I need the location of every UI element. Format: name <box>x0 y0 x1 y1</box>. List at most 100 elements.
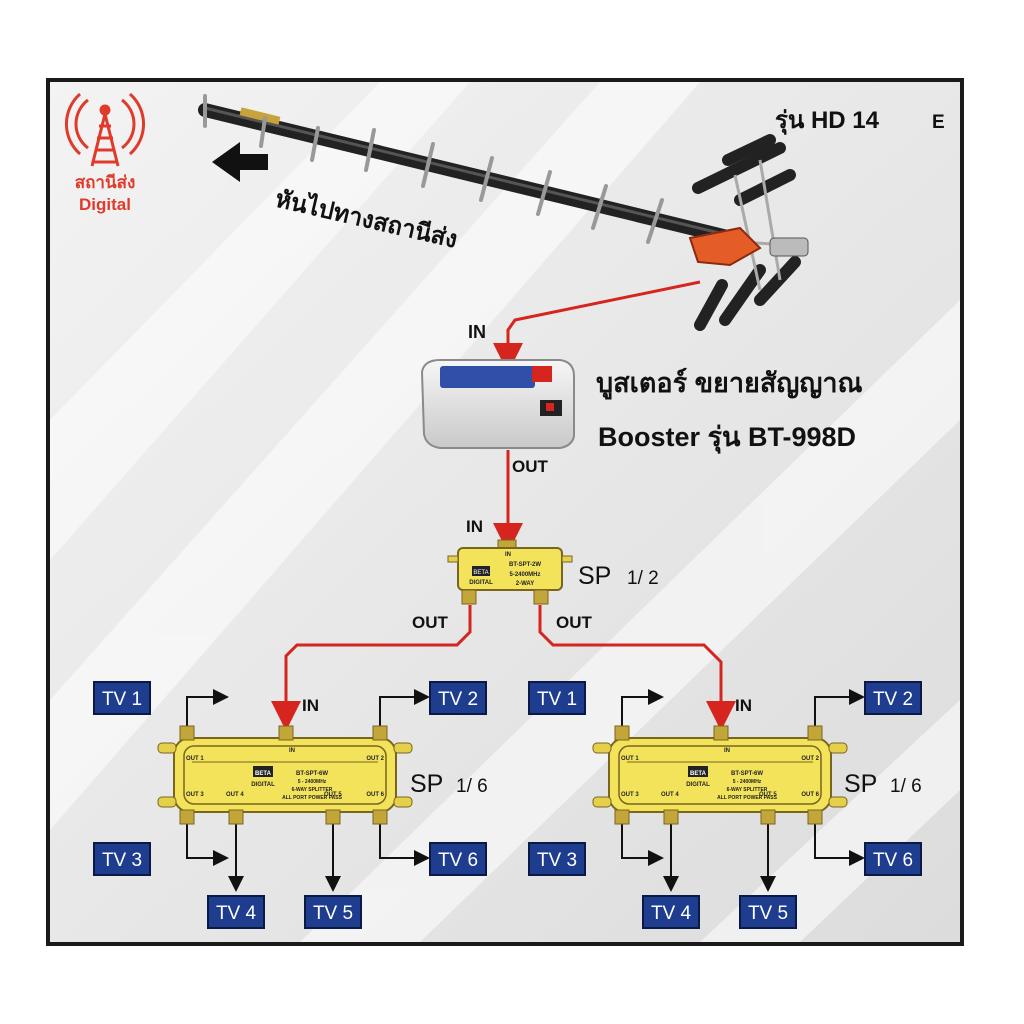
splitter2-ratio: 1/ 2 <box>627 568 659 589</box>
splitter6-out5: OUT 5 <box>759 792 777 798</box>
tv-box-3 <box>93 842 151 876</box>
splitter6-out1: OUT 1 <box>186 756 204 762</box>
splitter6-right-ratio: 1/ 6 <box>890 776 922 797</box>
f-connector-5 <box>663 809 679 825</box>
tv-label-5: TV 5 <box>313 903 353 924</box>
splitter2-name: SP <box>578 562 611 590</box>
wire-tv2 <box>379 689 430 728</box>
wire-tv2 <box>814 689 865 728</box>
splitter6-port-in: IN <box>289 748 295 754</box>
splitter2-brand-sub: DIGITAL <box>469 580 493 586</box>
splitter6-brand-sub: DIGITAL <box>251 782 275 788</box>
cable-to-right-splitter <box>538 605 736 731</box>
booster-title-en: Booster รุ่น BT-998D <box>598 422 856 454</box>
splitter-6way-right: IN OUT 1 OUT 2 OUT 3 OUT 4 OUT 5 OUT 6 BETA DIGI… <box>528 681 922 929</box>
splitter6-out4: OUT 4 <box>226 792 244 798</box>
tv-label-3: TV 3 <box>102 850 142 871</box>
f-connector-3 <box>807 725 823 741</box>
tv-label-2: TV 2 <box>438 689 478 710</box>
yagi-antenna <box>198 94 809 331</box>
tower-logo: สถานีส่ง Digital <box>65 92 145 214</box>
wire-tv6 <box>379 820 430 866</box>
splitter2-ways: 2-WAY <box>516 581 534 587</box>
splitter6-inner-frame <box>183 745 387 805</box>
booster-in-label: IN <box>468 322 486 342</box>
f-connector-6 <box>760 809 776 825</box>
cable-antenna-to-booster <box>493 280 701 373</box>
tv-box-5 <box>304 895 362 929</box>
splitter6-model: BT-SPT-6W <box>296 771 328 777</box>
splitter6-power: ALL PORT POWER PASS <box>717 795 777 801</box>
splitter2-brand: BETA <box>473 570 488 576</box>
wire-tv6 <box>814 820 865 866</box>
tv-label-1: TV 1 <box>102 689 142 710</box>
booster-device <box>420 359 575 449</box>
wire-tv3 <box>186 820 229 866</box>
splitter6-left-in-label: IN <box>302 696 319 715</box>
tv-label-6: TV 6 <box>873 850 913 871</box>
wire-tv1 <box>621 689 664 728</box>
splitter2-freq: 5-2400MHz <box>509 572 540 578</box>
mount-tab-right-bottom <box>828 796 848 808</box>
splitter6-ways: 6-WAY SPLITTER <box>727 787 768 793</box>
tv-label-4: TV 4 <box>651 903 692 924</box>
tv-box-2 <box>429 681 487 715</box>
mount-tab-right-top <box>828 742 848 754</box>
wire-tv3 <box>621 820 664 866</box>
tv-box-5 <box>739 895 797 929</box>
splitter2-out-left-label: OUT <box>412 613 449 632</box>
f-connector-6 <box>325 809 341 825</box>
splitter6-out3: OUT 3 <box>621 792 639 798</box>
splitter6-model: BT-SPT-6W <box>731 771 763 777</box>
f-connector-1 <box>179 725 195 741</box>
splitter6-brand-sub: DIGITAL <box>686 782 710 788</box>
antenna-model: รุ่น HD 14 <box>775 107 880 136</box>
splitter6-out6: OUT 6 <box>801 792 819 798</box>
f-connector-1 <box>614 725 630 741</box>
splitter6-out2: OUT 2 <box>366 756 384 762</box>
splitter6-out5: OUT 5 <box>324 792 342 798</box>
tv-label-1: TV 1 <box>537 689 577 710</box>
splitter6-out2: OUT 2 <box>801 756 819 762</box>
f-connector-2 <box>278 725 294 741</box>
splitter6-brand: BETA <box>255 771 272 777</box>
splitter6-brand: BETA <box>690 771 707 777</box>
tower-logo-digital: Digital <box>79 195 131 214</box>
tv-box-6 <box>864 842 922 876</box>
tv-label-4: TV 4 <box>216 903 257 924</box>
splitter2-in-label: IN <box>466 517 483 536</box>
splitter6-left-name: SP <box>410 770 443 798</box>
mount-tab-left-top <box>592 742 612 754</box>
splitter6-out1: OUT 1 <box>621 756 639 762</box>
splitter2-port-in: IN <box>505 552 511 558</box>
booster-out-label: OUT <box>512 457 549 476</box>
f-connector-3 <box>372 725 388 741</box>
splitter6-logo-block <box>688 766 708 777</box>
splitter2-out-right-label: OUT <box>556 613 593 632</box>
tv-box-1 <box>528 681 586 715</box>
mount-tab-right-bottom <box>393 796 413 808</box>
wire-tv1 <box>186 689 229 728</box>
splitter6-inner-frame <box>618 745 822 805</box>
splitter6-right-in-label: IN <box>735 696 752 715</box>
f-connector-7 <box>807 809 823 825</box>
splitter6-out3: OUT 3 <box>186 792 204 798</box>
splitter6-right-name: SP <box>844 770 877 798</box>
splitter6-freq: 5 - 2400MHz <box>298 779 327 785</box>
tower-logo-thai: สถานีส่ง <box>75 172 136 192</box>
direction-arrow-icon <box>212 142 268 182</box>
f-connector-2 <box>713 725 729 741</box>
tv-box-2 <box>864 681 922 715</box>
splitter6-freq: 5 - 2400MHz <box>733 779 762 785</box>
tv-label-5: TV 5 <box>748 903 788 924</box>
tv-box-1 <box>93 681 151 715</box>
tv-label-2: TV 2 <box>873 689 913 710</box>
antenna-model-suffix: E <box>932 112 945 133</box>
tv-box-3 <box>528 842 586 876</box>
splitter6-out4: OUT 4 <box>661 792 679 798</box>
splitter6-ways: 6-WAY SPLITTER <box>292 787 333 793</box>
splitter2-model: BT-SPT-2W <box>509 562 541 568</box>
splitter-2way: IN BETA DIGITAL BT-SPT-2W 5-2400MHz 2-WA… <box>447 539 573 605</box>
splitter6-port-in: IN <box>724 748 730 754</box>
mount-tab-left-top <box>157 742 177 754</box>
